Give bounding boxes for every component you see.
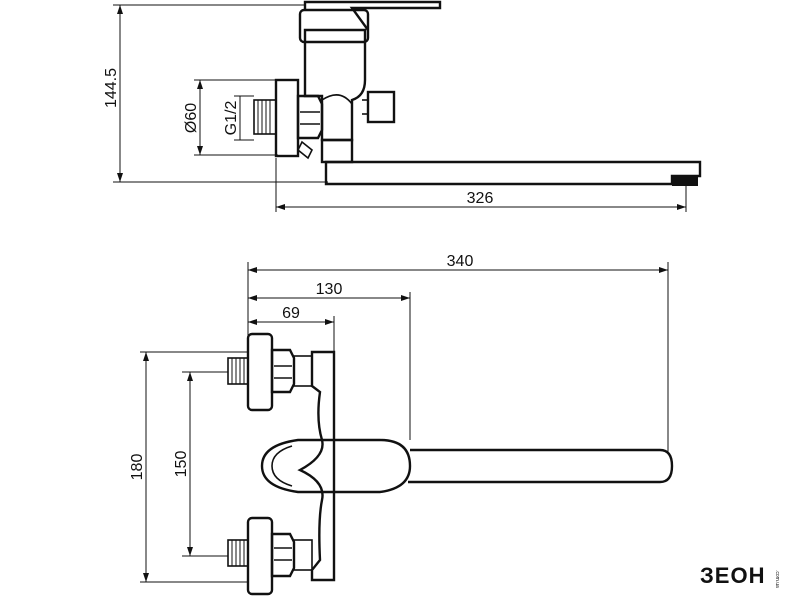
arrow-head: [143, 352, 149, 361]
cartridge-cap: [298, 8, 370, 44]
lever-axis-label: 130: [316, 281, 343, 298]
arrow-head: [197, 80, 203, 89]
arrow-head: [187, 372, 193, 381]
threaded-nipple: [253, 99, 277, 135]
center-distance-label: 150: [173, 451, 190, 478]
threaded-nipple: [227, 539, 249, 567]
length-label: 340: [447, 253, 474, 270]
arrow-head: [659, 267, 668, 273]
spout: [324, 160, 702, 186]
union: [293, 539, 313, 571]
arrow-head: [197, 146, 203, 155]
flange: [274, 78, 300, 158]
union: [293, 355, 313, 387]
diverter-knob: [296, 140, 314, 160]
arrow-head: [248, 319, 257, 325]
mixer-body-front: [297, 350, 336, 582]
arrow-head: [325, 319, 334, 325]
aerator: [672, 176, 698, 186]
body-curve: [321, 94, 353, 105]
eccentric-nut: [270, 532, 296, 578]
brand-sub-text: .com.ua: [774, 570, 780, 588]
top-inlet: [227, 332, 313, 412]
side-view: 144.5 Ø60 G1/2: [103, 0, 702, 212]
arrow-head: [187, 547, 193, 556]
inlet-offset-label: 69: [282, 305, 300, 322]
lever-handle: [303, 0, 442, 31]
arrow-head: [276, 204, 285, 210]
arrow-head: [117, 5, 123, 14]
arrow-head: [117, 173, 123, 182]
height-label: 144.5: [103, 68, 120, 108]
diameter-label: Ø60: [183, 103, 200, 133]
mixer-body: [303, 28, 367, 142]
flange: [246, 332, 274, 412]
adjust-max-label: 180: [129, 454, 146, 481]
flange: [246, 516, 274, 596]
lever-cap: [260, 438, 412, 494]
bottom-inlet: [227, 516, 313, 596]
eccentric-nut: [296, 94, 324, 140]
arrow-head: [248, 295, 257, 301]
arrow-head: [248, 267, 257, 273]
eccentric-nut: [270, 348, 296, 394]
arrow-head: [143, 573, 149, 582]
brand-logo-text: ЗЕОН: [700, 563, 765, 588]
spout-base: [320, 138, 354, 164]
thread-label: G1/2: [223, 101, 240, 136]
shower-outlet: [366, 90, 396, 124]
front-view: 340 130 69 180 150: [129, 253, 674, 596]
thread-hatching: [257, 100, 271, 134]
reach-label: 326: [467, 190, 494, 207]
brand-logo: ЗЕОН .com.ua: [700, 563, 780, 588]
threaded-nipple: [227, 357, 249, 385]
arrow-head: [401, 295, 410, 301]
lever-cap-inner: [271, 445, 293, 487]
spout-front: [408, 448, 674, 484]
arrow-head: [677, 204, 686, 210]
